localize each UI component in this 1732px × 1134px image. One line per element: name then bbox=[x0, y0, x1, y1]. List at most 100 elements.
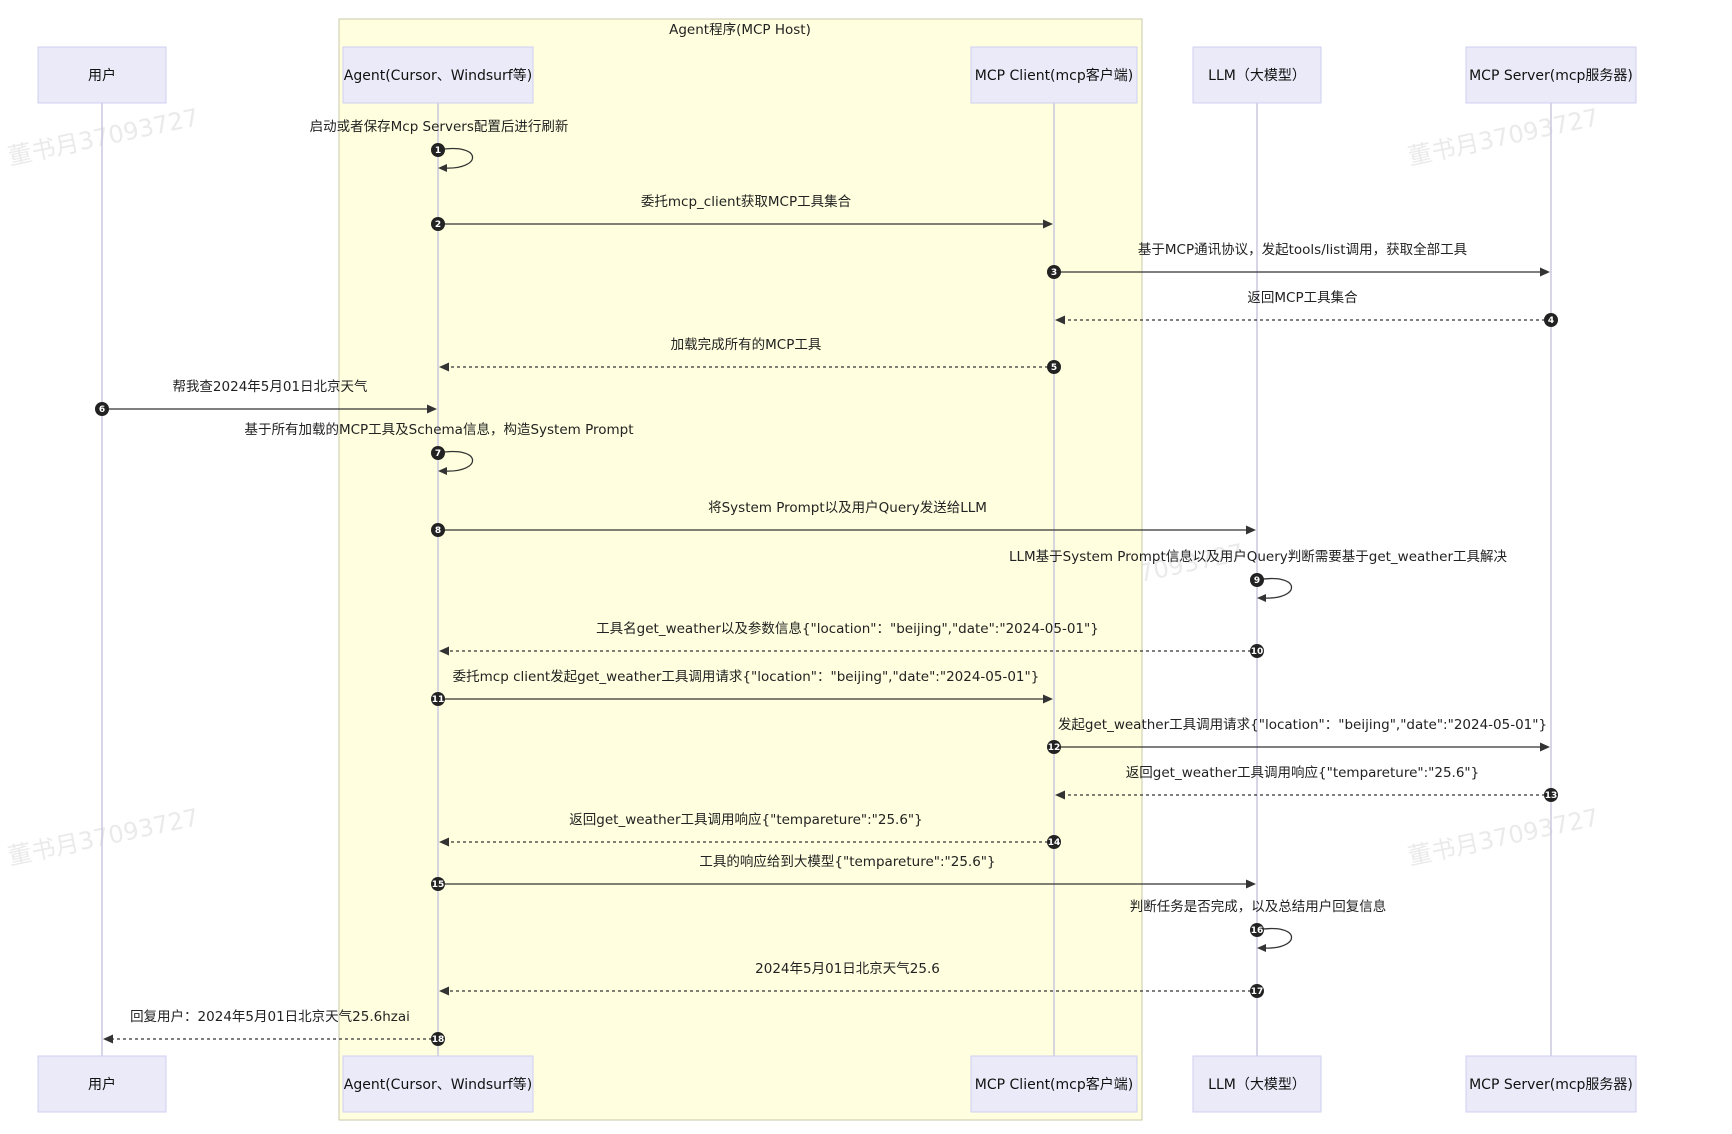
host-group-box bbox=[338, 18, 1143, 1121]
step-badge bbox=[431, 877, 445, 891]
participant-box bbox=[37, 46, 167, 104]
participant-box bbox=[970, 46, 1138, 104]
step-badge bbox=[1250, 573, 1264, 587]
step-number: 15 bbox=[432, 880, 445, 890]
step-number: 18 bbox=[432, 1035, 445, 1045]
message-label: 委托mcp client发起get_weather工具调用请求{"locatio… bbox=[453, 669, 1040, 685]
message-label: 回复用户：2024年5月01日北京天气25.6hzai bbox=[130, 1008, 410, 1025]
arrow-head bbox=[439, 362, 449, 372]
arrow-head bbox=[1540, 267, 1550, 277]
step-number: 10 bbox=[1251, 647, 1264, 657]
participant-box bbox=[37, 1055, 167, 1113]
self-arrow bbox=[1256, 578, 1293, 599]
participant-label: MCP Client(mcp客户端) bbox=[975, 67, 1133, 84]
message-label: 工具名get_weather以及参数信息{"location"："beijing… bbox=[596, 620, 1099, 637]
participants: 用户用户Agent(Cursor、Windsurf等)Agent(Cursor、… bbox=[37, 46, 1637, 1113]
step-number: 13 bbox=[1545, 791, 1558, 801]
arrow-head bbox=[1257, 944, 1266, 952]
step-number: 1 bbox=[435, 146, 441, 156]
step-badge bbox=[1250, 644, 1264, 658]
message-label: LLM基于System Prompt信息以及用户Query判断需要基于get_w… bbox=[1009, 548, 1508, 565]
participant-label: Agent(Cursor、Windsurf等) bbox=[344, 1076, 532, 1093]
arrow-head bbox=[427, 404, 437, 414]
step-number: 6 bbox=[99, 405, 105, 415]
step-badge bbox=[431, 692, 445, 706]
participant-llm-top: LLM（大模型） bbox=[1192, 46, 1322, 104]
message-14: 返回get_weather工具调用响应{"tempareture":"25.6"… bbox=[439, 811, 1061, 849]
message-18: 回复用户：2024年5月01日北京天气25.6hzai 18 bbox=[103, 1008, 445, 1046]
message-9: LLM基于System Prompt信息以及用户Query判断需要基于get_w… bbox=[1009, 548, 1508, 602]
arrow-head bbox=[1043, 219, 1053, 229]
step-badge bbox=[1250, 984, 1264, 998]
message-7: 基于所有加载的MCP工具及Schema信息，构造System Prompt 7 bbox=[244, 421, 634, 475]
message-13: 返回get_weather工具调用响应{"tempareture":"25.6"… bbox=[1055, 764, 1558, 802]
arrow-head bbox=[439, 646, 449, 656]
message-label: 返回get_weather工具调用响应{"tempareture":"25.6"… bbox=[1126, 764, 1479, 781]
message-label: 将System Prompt以及用户Query发送给LLM bbox=[708, 499, 987, 516]
message-8: 将System Prompt以及用户Query发送给LLM 8 bbox=[431, 499, 1256, 537]
step-badge bbox=[1047, 740, 1061, 754]
participant-box bbox=[1465, 1055, 1637, 1113]
message-label: 返回get_weather工具调用响应{"tempareture":"25.6"… bbox=[569, 811, 922, 828]
message-6: 帮我查2024年5月01日北京天气 6 bbox=[95, 379, 437, 416]
watermark-text: 董书月37093727 bbox=[1405, 803, 1601, 871]
message-12: 发起get_weather工具调用请求{"location"："beijing"… bbox=[1047, 717, 1550, 754]
host-group: Agent程序(MCP Host) bbox=[338, 18, 1143, 1121]
participant-box bbox=[970, 1055, 1138, 1113]
step-badge bbox=[1047, 360, 1061, 374]
step-number: 3 bbox=[1051, 268, 1057, 278]
participant-box bbox=[1192, 46, 1322, 104]
participant-label: LLM（大模型） bbox=[1208, 68, 1306, 84]
message-11: 委托mcp client发起get_weather工具调用请求{"locatio… bbox=[431, 669, 1053, 706]
watermark-text: 董书月37093727 bbox=[5, 803, 201, 871]
step-number: 8 bbox=[435, 526, 441, 536]
participant-user-bottom: 用户 bbox=[37, 1055, 167, 1113]
message-label: 帮我查2024年5月01日北京天气 bbox=[172, 379, 367, 395]
participant-label: MCP Server(mcp服务器) bbox=[1469, 68, 1633, 84]
participant-box bbox=[1465, 46, 1637, 104]
arrow-head bbox=[1540, 742, 1550, 752]
participant-client-top: MCP Client(mcp客户端) bbox=[970, 46, 1138, 104]
participant-user-top: 用户 bbox=[37, 46, 167, 104]
message-label: 委托mcp_client获取MCP工具集合 bbox=[641, 194, 852, 210]
step-badge bbox=[431, 217, 445, 231]
message-5: 加载完成所有的MCP工具 5 bbox=[439, 337, 1061, 374]
arrow-head bbox=[1246, 879, 1256, 889]
message-label: 工具的响应给到大模型{"tempareture":"25.6"} bbox=[699, 853, 995, 870]
arrow-head bbox=[1055, 315, 1065, 325]
step-badge bbox=[1544, 788, 1558, 802]
participant-label: MCP Client(mcp客户端) bbox=[975, 1076, 1133, 1093]
step-number: 9 bbox=[1254, 576, 1260, 586]
arrow-head bbox=[438, 467, 447, 475]
step-number: 17 bbox=[1251, 987, 1264, 997]
step-number: 5 bbox=[1051, 363, 1057, 373]
participant-label: 用户 bbox=[88, 67, 116, 84]
step-number: 4 bbox=[1548, 316, 1554, 326]
self-arrow bbox=[437, 148, 474, 169]
step-number: 14 bbox=[1048, 838, 1061, 848]
arrow-head bbox=[1257, 594, 1266, 602]
step-number: 7 bbox=[435, 449, 441, 459]
step-number: 11 bbox=[432, 695, 445, 705]
participant-server-top: MCP Server(mcp服务器) bbox=[1465, 46, 1637, 104]
arrow-head bbox=[439, 986, 449, 996]
message-label: 加载完成所有的MCP工具 bbox=[671, 337, 822, 353]
step-number: 2 bbox=[435, 220, 441, 230]
step-badge bbox=[431, 523, 445, 537]
message-label: 判断任务是否完成，以及总结用户回复信息 bbox=[1130, 898, 1387, 915]
step-number: 12 bbox=[1048, 743, 1061, 753]
participant-box bbox=[342, 46, 534, 104]
step-badge bbox=[95, 402, 109, 416]
message-label: 发起get_weather工具调用请求{"location"："beijing"… bbox=[1058, 717, 1547, 733]
participant-label: MCP Server(mcp服务器) bbox=[1469, 1077, 1633, 1093]
message-10: 工具名get_weather以及参数信息{"location"："beijing… bbox=[439, 620, 1264, 658]
participant-agent-bottom: Agent(Cursor、Windsurf等) bbox=[342, 1055, 534, 1113]
arrow-head bbox=[1246, 525, 1256, 535]
participant-label: Agent(Cursor、Windsurf等) bbox=[344, 67, 532, 84]
message-label: 基于所有加载的MCP工具及Schema信息，构造System Prompt bbox=[244, 421, 633, 438]
arrow-head bbox=[1055, 790, 1065, 800]
